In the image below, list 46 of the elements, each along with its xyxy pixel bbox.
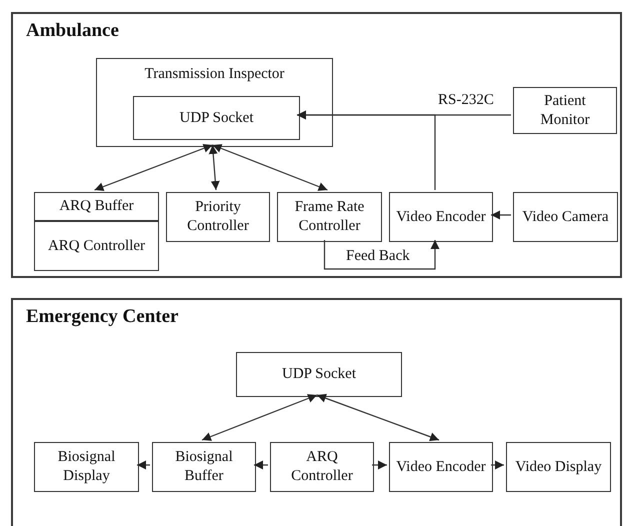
- process-box: [236, 352, 402, 397]
- box-label: Video Display: [515, 458, 602, 476]
- box-label: Priority Controller: [186, 198, 250, 236]
- process-box: [133, 96, 300, 140]
- process-box: [152, 442, 256, 492]
- arrow: [202, 394, 318, 441]
- box-label: Biosignal Display: [56, 448, 116, 486]
- box-label: Transmission Inspector: [144, 65, 284, 84]
- section-panel: [11, 298, 622, 526]
- box-label: UDP Socket: [179, 108, 254, 128]
- arrow: [316, 394, 440, 442]
- process-box: [277, 192, 382, 242]
- process-box: [389, 442, 493, 492]
- process-box: [513, 87, 617, 134]
- process-box: [166, 192, 270, 242]
- arrow: [254, 460, 268, 470]
- box-label: Video Encoder: [396, 458, 486, 476]
- process-box: [270, 442, 374, 492]
- process-box: [34, 221, 159, 271]
- arrow: [212, 144, 328, 191]
- arrow: [324, 240, 440, 270]
- process-box: [389, 192, 493, 242]
- process-box: [34, 442, 139, 492]
- process-box: [513, 192, 618, 242]
- box-label: ARQ Buffer: [59, 197, 134, 216]
- box-label: ARQ Controller: [48, 236, 146, 256]
- arrow: [491, 460, 504, 470]
- arrow: [491, 210, 511, 220]
- box-label: Biosignal Buffer: [174, 448, 234, 486]
- arrow: [137, 460, 150, 470]
- box-label: ARQ Controller: [290, 448, 354, 486]
- section-panel: [11, 12, 622, 278]
- box-label: Video Camera: [522, 208, 609, 226]
- section-title: Emergency Center: [26, 306, 178, 328]
- box-label: Frame Rate Controller: [294, 198, 366, 236]
- module-box: [96, 58, 333, 147]
- arrow: [372, 460, 387, 470]
- box-label: UDP Socket: [282, 365, 356, 384]
- arrow: [297, 110, 436, 190]
- process-box: [506, 442, 611, 492]
- section-title: Ambulance: [26, 20, 119, 42]
- box-label: Patient Monitor: [539, 92, 591, 130]
- process-box: [34, 192, 159, 221]
- box-label: Video Encoder: [396, 208, 486, 226]
- arrow: [94, 144, 213, 191]
- arrow: [208, 144, 220, 190]
